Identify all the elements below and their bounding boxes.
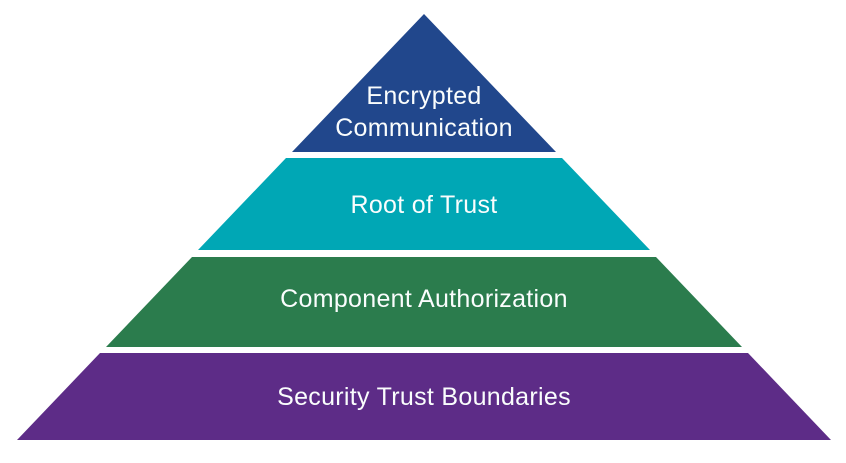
pyramid-layer-security-trust-boundaries <box>17 353 831 440</box>
layer-label-security-trust-boundaries: Security Trust Boundaries <box>277 383 571 411</box>
pyramid-layer-component-authorization <box>106 257 742 347</box>
layer-label-encrypted-communication-line1: Encrypted <box>366 82 481 110</box>
pyramid-layer-root-of-trust <box>198 158 650 250</box>
layer-label-root-of-trust: Root of Trust <box>350 191 497 219</box>
layer-label-encrypted-communication-line2: Communication <box>335 114 513 142</box>
layer-label-component-authorization: Component Authorization <box>280 285 568 313</box>
pyramid-layer-encrypted-communication <box>292 14 556 152</box>
